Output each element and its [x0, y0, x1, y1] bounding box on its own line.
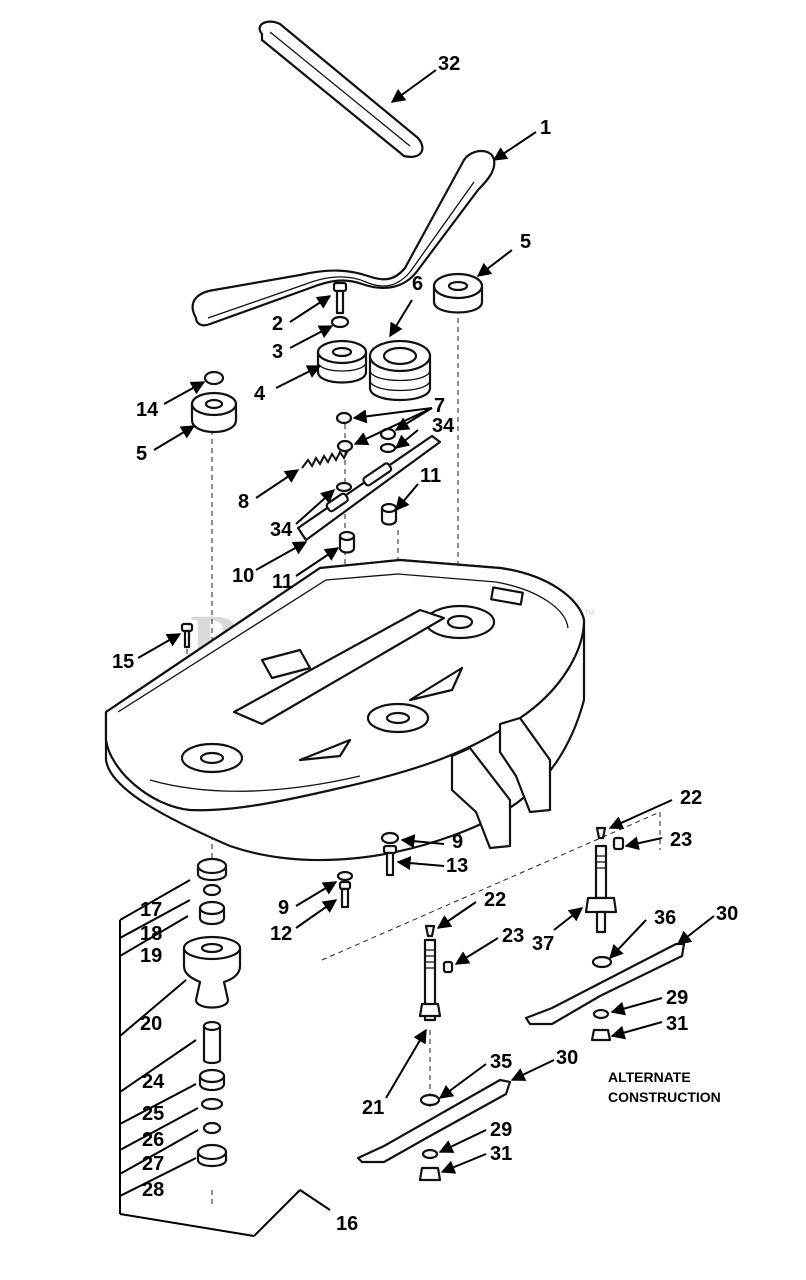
- nut-part-14: [203, 370, 225, 386]
- snap-ring-part-26: [200, 1097, 224, 1111]
- spacer-part-24: [202, 1024, 222, 1065]
- callout-31: 31: [490, 1143, 512, 1165]
- callout-34: 34: [432, 415, 455, 437]
- key-part-23-upper: [612, 836, 625, 851]
- callout-2: 2: [272, 313, 283, 335]
- bearing-part-25: [198, 1068, 226, 1084]
- washer-part-9-right: [380, 831, 400, 845]
- callout-37: 37: [532, 933, 554, 955]
- alternate-construction-note: ALTERNATE CONSTRUCTION: [608, 1069, 721, 1105]
- callout-25: 25: [142, 1103, 164, 1125]
- belt-small: [258, 20, 424, 158]
- callout-14: 14: [136, 399, 159, 421]
- blade-part-30-upper: [524, 942, 686, 1026]
- callout-30: 30: [556, 1047, 578, 1069]
- callout-29: 29: [666, 987, 688, 1009]
- washer-part-36: [591, 955, 613, 969]
- callout-3: 3: [272, 341, 283, 363]
- callout-9: 9: [278, 897, 289, 919]
- callout-7: 7: [434, 395, 445, 417]
- callout-9: 9: [452, 831, 463, 853]
- callout-12: 12: [270, 923, 292, 945]
- assembly-bracket-part-16: [119, 879, 331, 1237]
- blade-part-30-lower: [356, 1078, 512, 1164]
- bolt-part-2: [332, 281, 348, 315]
- callout-18: 18: [140, 923, 162, 945]
- callout-22: 22: [484, 889, 506, 911]
- note-line-2: CONSTRUCTION: [608, 1089, 721, 1105]
- callout-28: 28: [142, 1179, 164, 1201]
- callout-34: 34: [270, 519, 293, 541]
- callout-19: 19: [140, 945, 162, 967]
- seal-part-17: [196, 857, 228, 875]
- nut-part-18: [202, 883, 222, 897]
- key-part-23-lower: [442, 960, 454, 974]
- spacers-part-11: [338, 502, 398, 554]
- leader-lines: [137, 69, 715, 1174]
- callout-15: 15: [112, 651, 134, 673]
- callout-13: 13: [446, 855, 468, 877]
- callout-23: 23: [670, 829, 692, 851]
- grease-fitting-part-22-lower: [424, 924, 436, 938]
- callout-17: 17: [140, 899, 162, 921]
- nut-part-31-lower: [418, 1166, 442, 1182]
- spindle-shaft-alternate-part-37: [584, 844, 618, 934]
- idler-arm-part-10: [296, 434, 442, 542]
- grease-fitting-part-22-upper: [595, 826, 607, 840]
- callout-24: 24: [142, 1071, 165, 1093]
- callout-labels: 32 1 5 6 2 3 4 14 5 7 34 8 34 11 10 11 1…: [112, 53, 738, 1235]
- callout-4: 4: [254, 383, 266, 405]
- spindle-shaft-part-21: [418, 938, 442, 1022]
- note-line-1: ALTERNATE: [608, 1069, 691, 1085]
- callout-5: 5: [136, 443, 147, 465]
- washer-part-9-left: [336, 870, 354, 882]
- callout-11: 11: [272, 571, 293, 593]
- seal-part-28: [196, 1143, 228, 1161]
- callout-11: 11: [420, 465, 441, 487]
- callout-22: 22: [680, 787, 702, 809]
- watermark-trademark: ™: [584, 609, 595, 621]
- pulley-part-4: [316, 339, 368, 384]
- callout-21: 21: [362, 1097, 384, 1119]
- washer-part-3: [330, 315, 350, 329]
- callout-30: 30: [716, 903, 738, 925]
- spring-part-8: [301, 449, 349, 469]
- nuts-part-7: [335, 411, 397, 453]
- lock-washer-part-29-upper: [592, 1008, 610, 1020]
- callout-36: 36: [654, 907, 676, 929]
- bolt-part-13: [382, 844, 398, 877]
- bolt-part-15: [180, 622, 194, 649]
- callout-29: 29: [490, 1119, 512, 1141]
- callout-16: 16: [336, 1213, 358, 1235]
- callout-20: 20: [140, 1013, 162, 1035]
- callout-35: 35: [490, 1051, 512, 1073]
- callout-8: 8: [238, 491, 249, 513]
- washers-part-34: [335, 442, 397, 493]
- callout-1: 1: [540, 117, 551, 139]
- bearing-part-19: [198, 900, 226, 916]
- spindle-assembly-part-16: [182, 857, 242, 1168]
- nut-part-31-upper: [590, 1028, 612, 1042]
- callout-6: 6: [412, 273, 423, 295]
- callout-26: 26: [142, 1129, 164, 1151]
- spindle-housing-part-20: [182, 946, 242, 1009]
- callout-32: 32: [438, 53, 460, 75]
- callout-27: 27: [142, 1153, 164, 1175]
- pulley-part-5-upper: [432, 272, 484, 314]
- washer-part-27: [202, 1121, 222, 1135]
- double-pulley-part-6: [368, 339, 432, 402]
- callout-5: 5: [520, 231, 531, 253]
- callout-23: 23: [502, 925, 524, 947]
- bolt-part-12: [338, 880, 352, 909]
- mower-deck: [104, 558, 586, 862]
- callout-31: 31: [666, 1013, 688, 1035]
- callout-10: 10: [232, 565, 254, 587]
- washer-part-35: [419, 1093, 441, 1107]
- lock-washer-part-29-lower: [421, 1148, 439, 1160]
- pulley-part-5-left: [190, 391, 238, 433]
